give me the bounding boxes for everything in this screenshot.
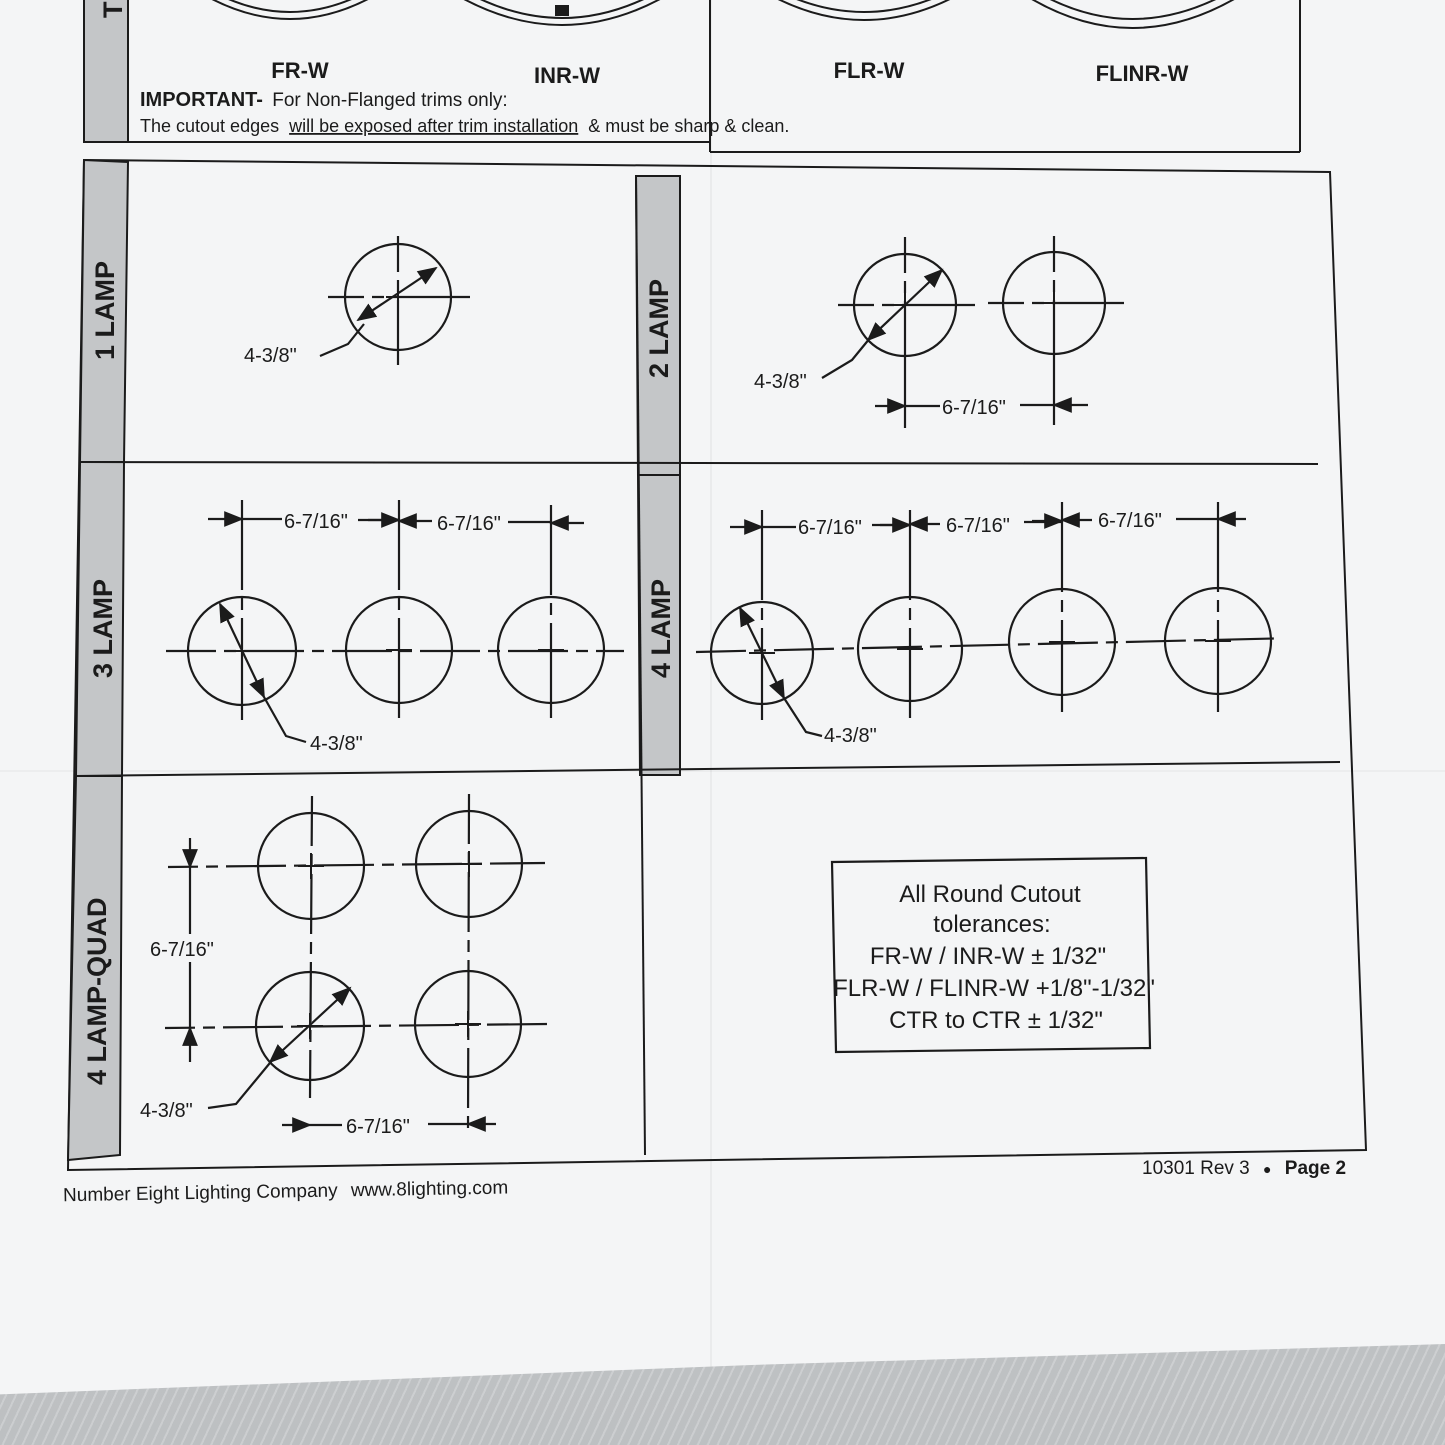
dim-diameter-quad: 4-3/8" (140, 1100, 193, 1122)
cutout-circle (1007, 502, 1117, 712)
cutout-circle (1163, 502, 1273, 712)
tolerance-line2: tolerances: (933, 911, 1050, 938)
center-marks (229, 285, 1231, 1039)
trim-panel-tab-label: T (98, 1, 128, 18)
tolerance-line3: FR-W / INR-W ± 1/32" (870, 943, 1106, 970)
trim-flr-label: FLR-W (834, 58, 905, 83)
cutout-circle (856, 510, 964, 718)
dim-spacing-4lamp-c: 6-7/16" (1098, 510, 1162, 532)
trim-fr-label: FR-W (271, 58, 329, 83)
section-label-quad: 4 LAMP-QUAD (82, 898, 112, 1086)
fold-crease-vertical (710, 0, 712, 1370)
cutout-circle (496, 505, 606, 718)
important-line2-post: & must be sharp & clean. (588, 116, 789, 136)
trim-flr-drawing (777, 0, 951, 21)
tolerance-line4: FLR-W / FLINR-W +1/8"-1/32" (833, 975, 1155, 1002)
dim-diameter-2lamp: 4-3/8" (754, 371, 807, 393)
tolerance-box (830, 856, 1152, 1054)
important-line1: For Non-Flanged trims only: (272, 90, 507, 111)
trim-inr-label: INR-W (534, 63, 600, 88)
tolerance-line1: All Round Cutout (899, 881, 1081, 908)
important-line2: The cutout edges will be exposed after t… (140, 116, 789, 136)
important-note: IMPORTANT- For Non-Flanged trims only: (140, 89, 508, 111)
section-label-two-lamp: 2 LAMP (644, 279, 674, 378)
important-line2-pre: The cutout edges (140, 116, 279, 136)
tolerance-text: All Round Cutout tolerances: FR-W / INR-… (833, 881, 1155, 1034)
leader-line (207, 1057, 275, 1110)
dim-spacing-4lamp-a: 6-7/16" (798, 517, 862, 539)
dim-diameter-4lamp: 4-3/8" (824, 725, 877, 747)
trim-panel (83, 0, 1301, 153)
tab-four-lamp (636, 474, 681, 776)
cutout-circle (988, 236, 1124, 425)
dim-spacing-4lamp-b: 6-7/16" (946, 515, 1010, 537)
dim-spacing-3lamp-b: 6-7/16" (437, 513, 501, 535)
footer-page-number: Page 2 (1285, 1158, 1346, 1179)
section-label-one-lamp: 1 LAMP (90, 261, 120, 360)
footer-bullet: ● (1263, 1161, 1271, 1177)
leader-line (783, 697, 823, 738)
footer-company: Number Eight Lighting Company www.8light… (63, 1177, 509, 1206)
cutout-circle (167, 795, 546, 1099)
footer-page: 10301 Rev 3 ● Page 2 (1142, 1158, 1346, 1179)
footer-company-name: Number Eight Lighting Company (63, 1180, 338, 1206)
cutout-circle (344, 500, 454, 718)
cutout-circle (413, 969, 523, 1079)
trim-flinr-label: FLINR-W (1096, 61, 1189, 86)
cutout-circle (414, 793, 524, 1129)
dim-spacing-3lamp-a: 6-7/16" (284, 511, 348, 533)
trim-panel-tab (83, 0, 129, 143)
section-label-four-lamp: 4 LAMP (646, 579, 676, 678)
dim-diameter-1lamp: 4-3/8" (244, 345, 297, 367)
dim-spacing-quad-horizontal: 6-7/16" (346, 1116, 410, 1138)
main-frame (66, 158, 1368, 1172)
important-label: IMPORTANT- (140, 89, 263, 111)
cutout-circle (166, 500, 624, 720)
trim-inr-drawing (463, 0, 661, 26)
important-line2-underlined: will be exposed after trim installation (288, 116, 578, 136)
dim-spacing-2lamp: 6-7/16" (942, 397, 1006, 419)
footer-doc-number: 10301 Rev 3 (1142, 1158, 1250, 1179)
cutout-circle (695, 510, 1297, 720)
footer-url: www.8lighting.com (350, 1177, 509, 1201)
trim-flinr-drawing (1031, 0, 1235, 29)
leader-line (319, 323, 365, 358)
leader-line (263, 696, 307, 744)
dim-diameter-3lamp: 4-3/8" (310, 733, 363, 755)
trim-fr-drawing (211, 0, 369, 20)
tolerance-line5: CTR to CTR ± 1/32" (889, 1007, 1103, 1034)
svg-text:Number Eight Lighting Company: Number Eight Lighting Company www.8light… (63, 1177, 509, 1206)
dim-spacing-quad-vertical: 6-7/16" (150, 939, 214, 961)
cutout-circle (164, 970, 549, 1082)
leader-line (821, 337, 871, 379)
section-label-three-lamp: 3 LAMP (88, 579, 118, 678)
